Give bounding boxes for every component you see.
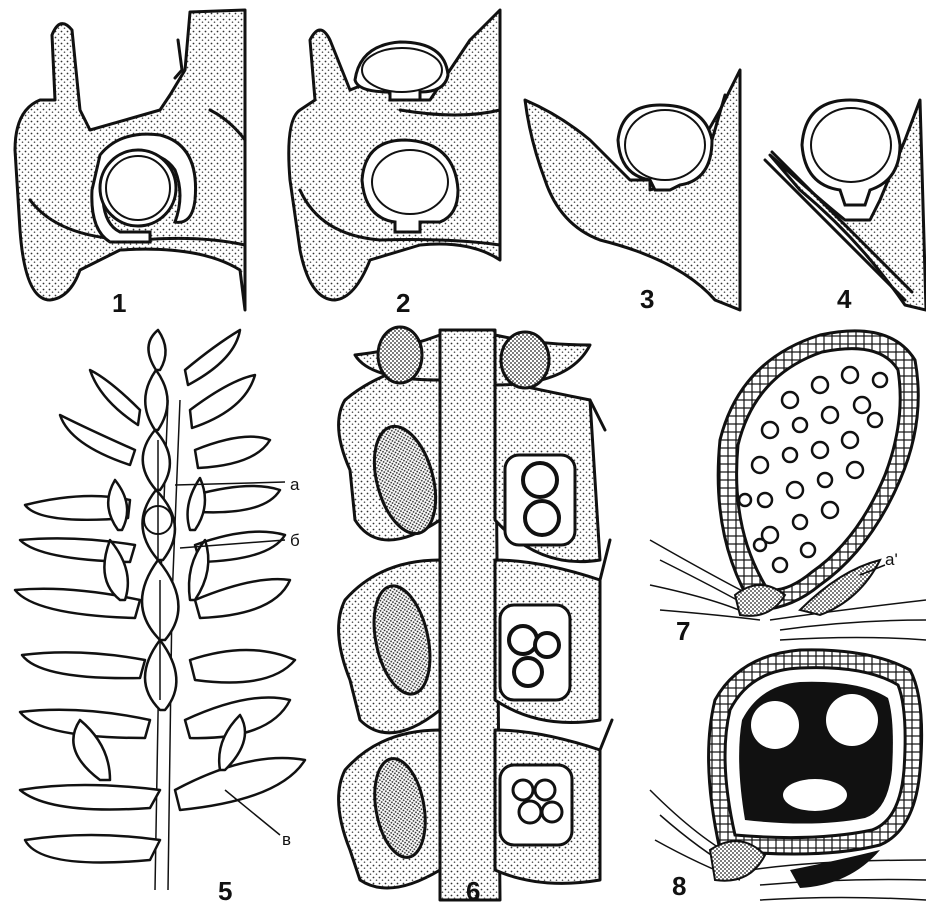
panel-5-number: 5 xyxy=(218,876,232,906)
label-v-panel-5: в xyxy=(282,830,291,849)
label-b-panel-5: б xyxy=(290,531,300,550)
panel-4-illustration xyxy=(765,100,926,310)
panel-6-illustration xyxy=(339,327,612,900)
panel-7-illustration xyxy=(650,331,926,640)
panel-1-illustration xyxy=(15,10,245,310)
panel-8-number: 8 xyxy=(672,871,686,901)
panel-1-number: 1 xyxy=(112,288,126,318)
panel-2-number: 2 xyxy=(396,288,410,318)
panel-8-illustration xyxy=(650,650,926,900)
panel-5-illustration xyxy=(15,330,305,890)
panel-6-number: 6 xyxy=(466,876,480,906)
panel-7-number: 7 xyxy=(676,616,690,646)
panel-2-illustration xyxy=(289,10,500,300)
panel-3-illustration xyxy=(525,70,740,310)
label-a-prime-panel-7: a' xyxy=(885,550,898,569)
panel-4-number: 4 xyxy=(837,284,852,314)
panel-3-number: 3 xyxy=(640,284,654,314)
label-a-panel-5: a xyxy=(290,475,300,494)
